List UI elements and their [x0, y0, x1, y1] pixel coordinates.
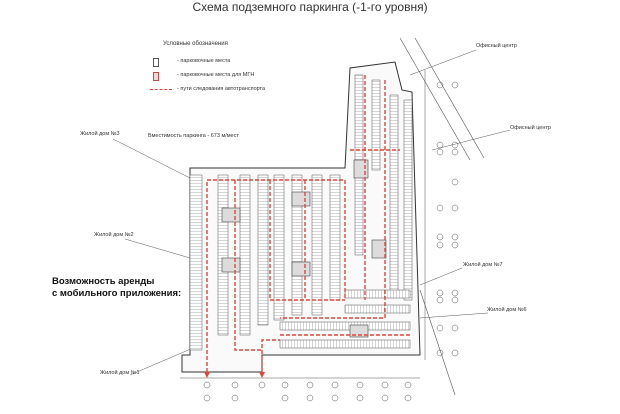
rent-line-1: Возможность аренды	[52, 276, 155, 287]
legend-label-route: - пути следования автотранспорта	[177, 86, 266, 92]
legend-label-disabled: - парковочные места для МГН	[177, 72, 255, 78]
legend-label-parking: - парковочные места	[177, 58, 231, 64]
page-title: Схема подземного паркинга (-1-го уровня)	[192, 0, 428, 14]
label-office-2: Офисный центр	[510, 125, 551, 131]
label-house-7: Жилой дом №7	[463, 262, 503, 268]
label-house-1: Жилой дом №1	[100, 370, 140, 376]
parking-space-icon	[153, 58, 159, 67]
rent-line-2: с мобильного приложения:	[52, 288, 182, 299]
vehicle-route-icon	[150, 89, 172, 90]
label-house-6: Жилой дом №6	[487, 307, 527, 313]
disabled-parking-space-icon	[153, 72, 159, 81]
label-house-2: Жилой дом №2	[94, 232, 134, 238]
label-office-1: Офисный центр	[476, 43, 517, 49]
capacity-label: Вместимость паркинга - 673 м/мест	[148, 133, 239, 139]
legend-heading: Условные обозначения	[163, 41, 228, 47]
rent-heading: Возможность аренды с мобильного приложен…	[52, 276, 202, 300]
label-house-3: Жилой дом №3	[80, 131, 120, 137]
